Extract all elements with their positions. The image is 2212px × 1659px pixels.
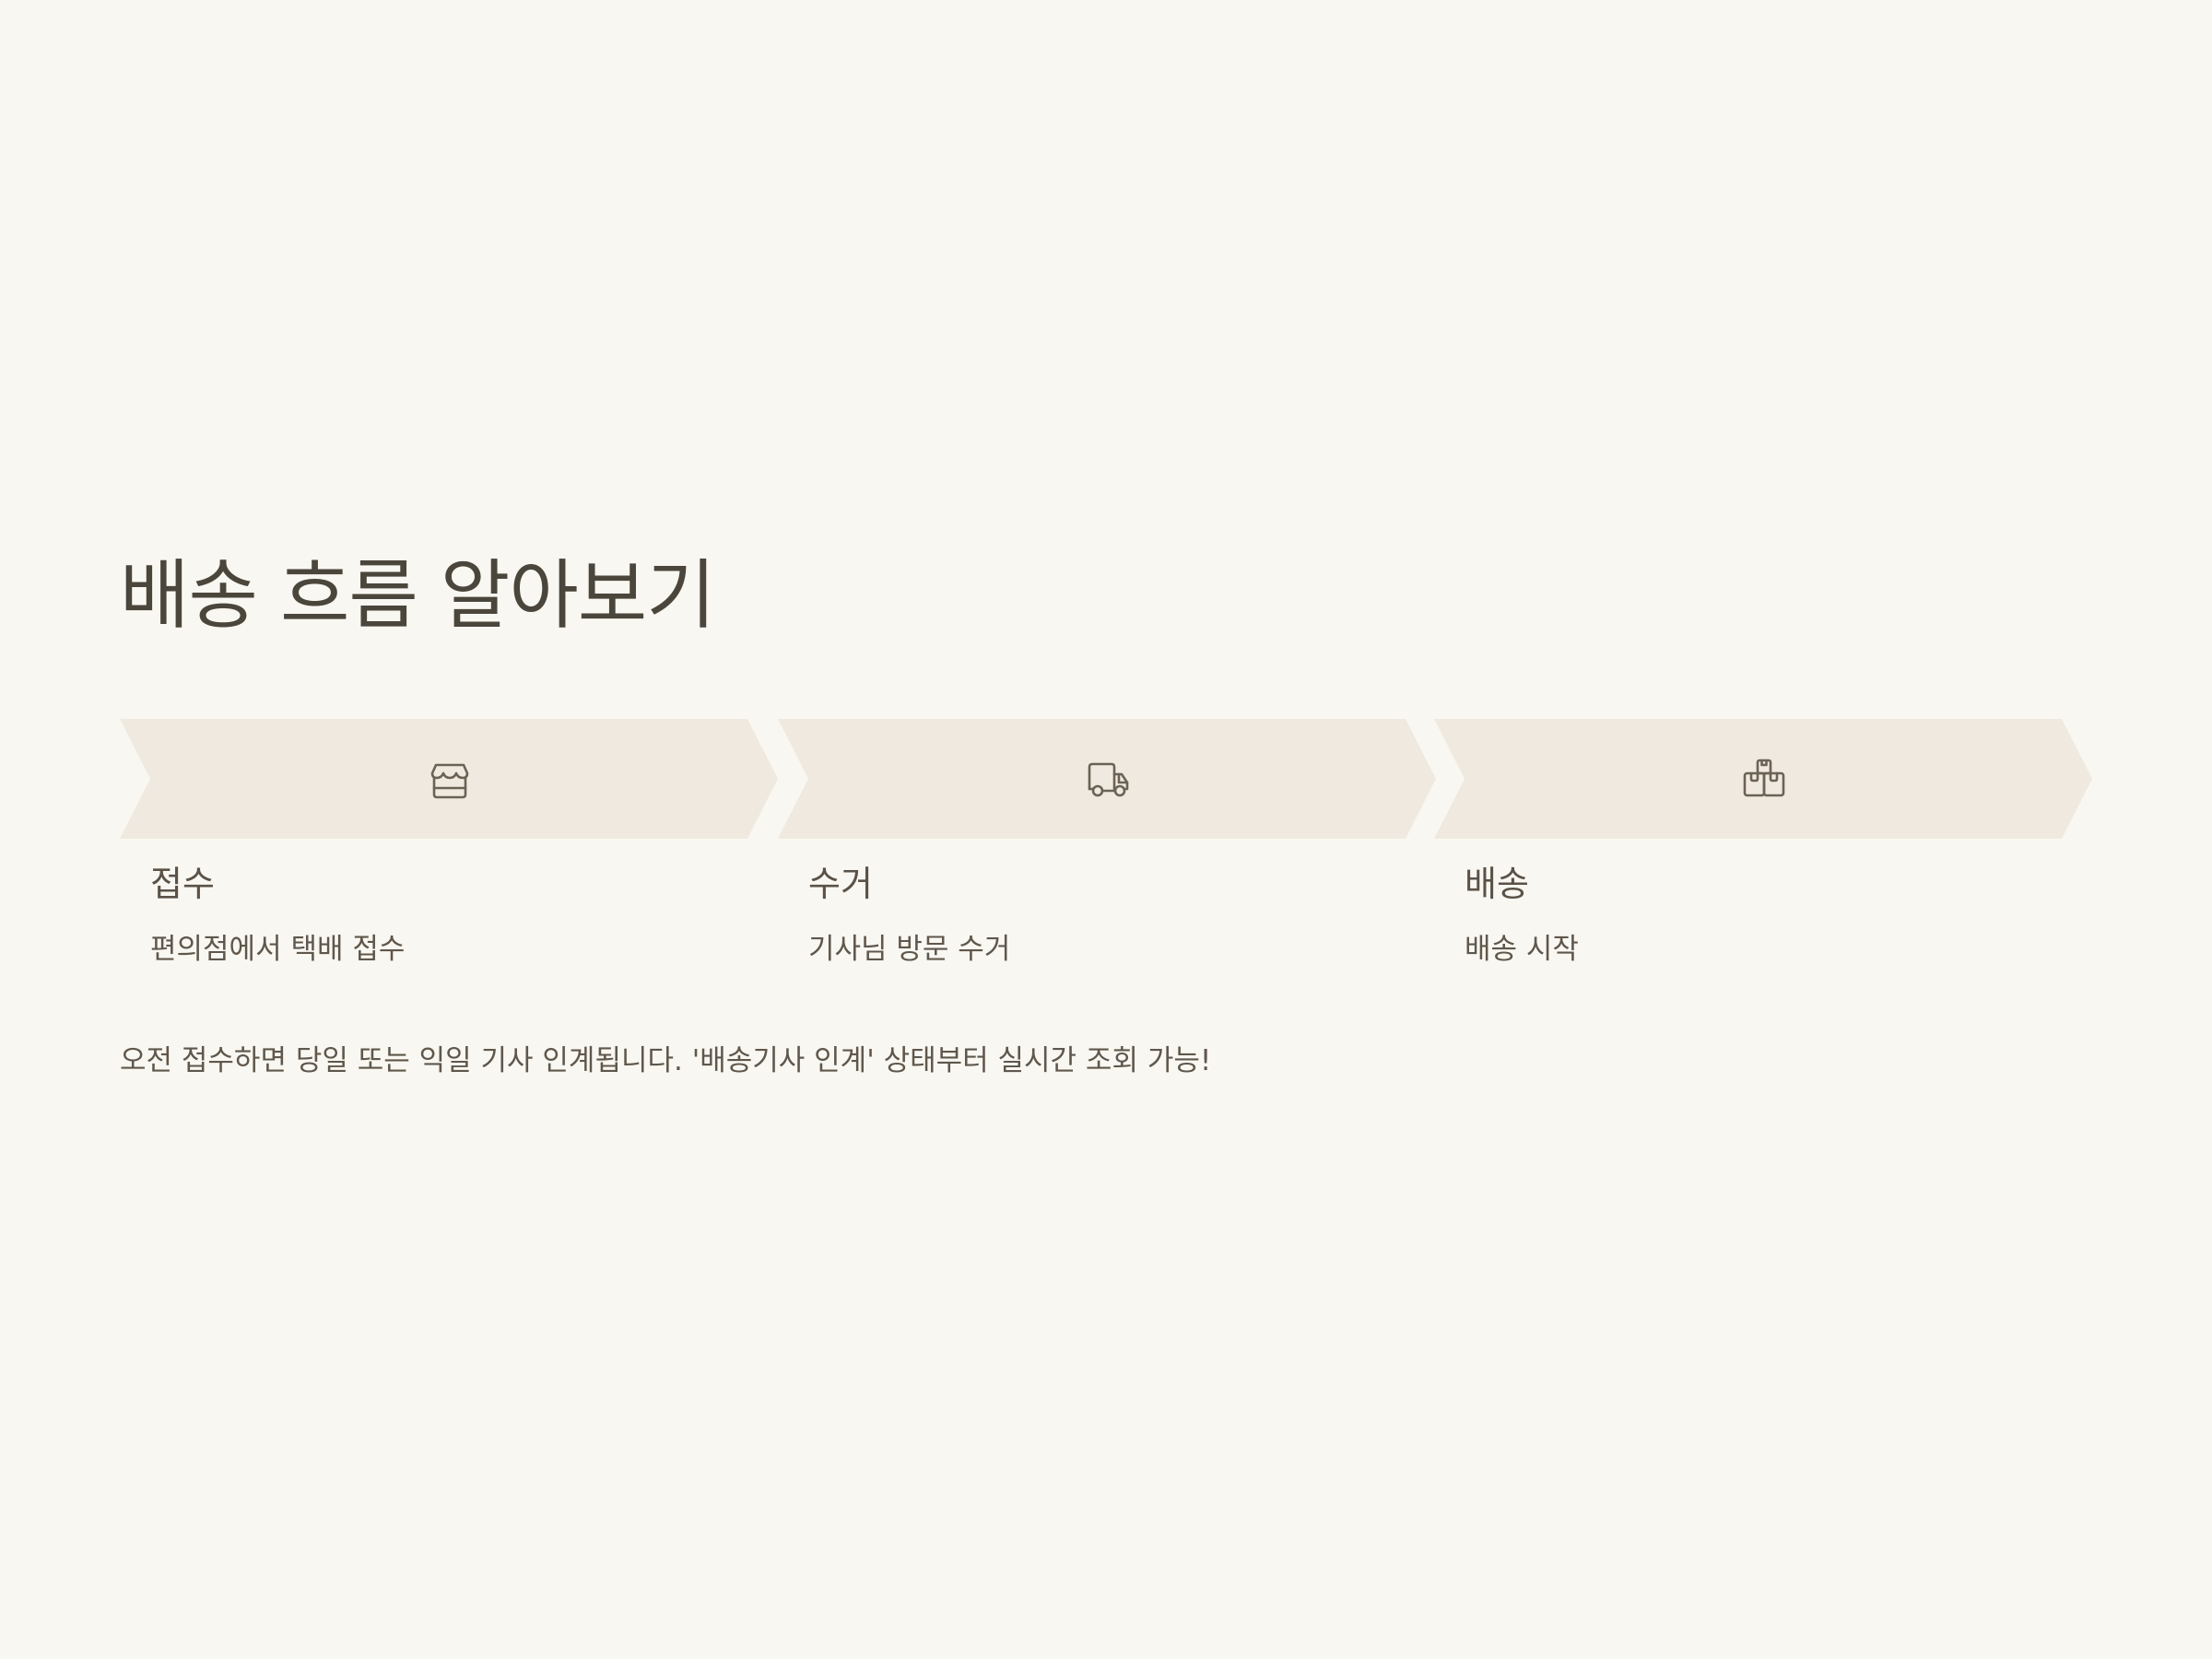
store-icon — [430, 763, 469, 799]
flow-step-label: 수거 — [808, 864, 873, 904]
flow-step-label: 접수 — [150, 864, 215, 904]
flow-step-description: 편의점에서 택배 접수 — [150, 933, 406, 966]
flow-step-label: 배송 — [1465, 864, 1529, 904]
flow-step-chevron — [1434, 719, 2092, 839]
truck-icon — [1088, 762, 1129, 797]
delivery-note: 오전 접수하면 당일 또는 익일 기사 인계됩니다. '배송기사 인계' 상태부… — [120, 1044, 1212, 1077]
flow-step-chevron — [778, 719, 1436, 839]
page-title: 배송 흐름 알아보기 — [120, 552, 716, 640]
flow-step-description: 기사님 방문 수거 — [808, 933, 1011, 966]
flow-step-chevron — [120, 719, 778, 839]
flow-step-description: 배송 시작 — [1465, 933, 1579, 966]
boxes-icon — [1743, 759, 1785, 797]
